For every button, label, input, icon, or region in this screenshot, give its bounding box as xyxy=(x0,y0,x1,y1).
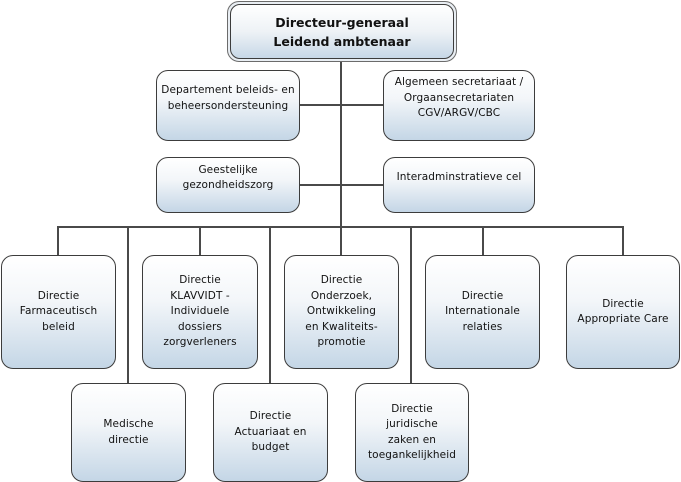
node-label: Algemeen secretariaat / Orgaansecretaria… xyxy=(394,76,524,120)
node-internationale-relaties: Directie Internationale relaties xyxy=(425,255,540,369)
drop-d8 xyxy=(622,226,624,255)
trunk-line xyxy=(340,62,342,228)
node-label: Interadminstratieve cel xyxy=(396,171,522,184)
node-actuariaat-budget: Directie Actuariaat en budget xyxy=(213,383,328,482)
drop-d5 xyxy=(340,226,342,255)
node-label: Departement beleids- en beheersondersteu… xyxy=(161,84,295,112)
node-label: Directie Onderzoek, Ontwikkeling en Kwal… xyxy=(305,274,378,349)
node-label: Medische directie xyxy=(103,418,154,446)
node-label: Directie KLAVVIDT - Individuele dossiers… xyxy=(163,274,237,349)
drop-d3 xyxy=(199,226,201,255)
node-algemeen-secretariaat: Algemeen secretariaat / Orgaansecretaria… xyxy=(383,70,535,141)
drop-d2 xyxy=(127,226,129,383)
node-label: Directie Farmaceutisch beleid xyxy=(19,289,98,333)
node-onderzoek-ontwikkeling: Directie Onderzoek, Ontwikkeling en Kwal… xyxy=(284,255,399,369)
node-juridische-zaken: Directie juridische zaken en toegankelij… xyxy=(355,383,469,482)
node-klavvidt: Directie KLAVVIDT - Individuele dossiers… xyxy=(142,255,258,369)
node-geestelijke-gezondheidszorg: Geestelijke gezondheidszorg xyxy=(156,157,300,213)
node-interadministratieve-cel: Interadminstratieve cel xyxy=(383,157,535,213)
node-label: Geestelijke gezondheidszorg xyxy=(182,163,274,192)
node-departement-beleids: Departement beleids- en beheersondersteu… xyxy=(156,70,300,141)
drop-d7 xyxy=(482,226,484,255)
node-label: Directie Appropriate Care xyxy=(577,297,669,326)
node-farmaceutisch-beleid: Directie Farmaceutisch beleid xyxy=(1,255,116,369)
staff-connector-1 xyxy=(299,104,383,106)
node-label: Directie Internationale relaties xyxy=(445,289,520,333)
staff-connector-2 xyxy=(299,184,383,186)
node-appropriate-care: Directie Appropriate Care xyxy=(566,255,680,369)
node-label: Directeur-generaal Leidend ambtenaar xyxy=(273,14,411,49)
node-label: Directie Actuariaat en budget xyxy=(234,410,307,454)
drop-d4 xyxy=(269,226,271,383)
node-label: Directie juridische zaken en toegankelij… xyxy=(367,402,457,462)
drop-d1 xyxy=(57,226,59,255)
node-directeur-generaal: Directeur-generaal Leidend ambtenaar xyxy=(227,1,457,62)
node-medische-directie: Medische directie xyxy=(71,383,186,482)
drop-d6 xyxy=(410,226,412,383)
